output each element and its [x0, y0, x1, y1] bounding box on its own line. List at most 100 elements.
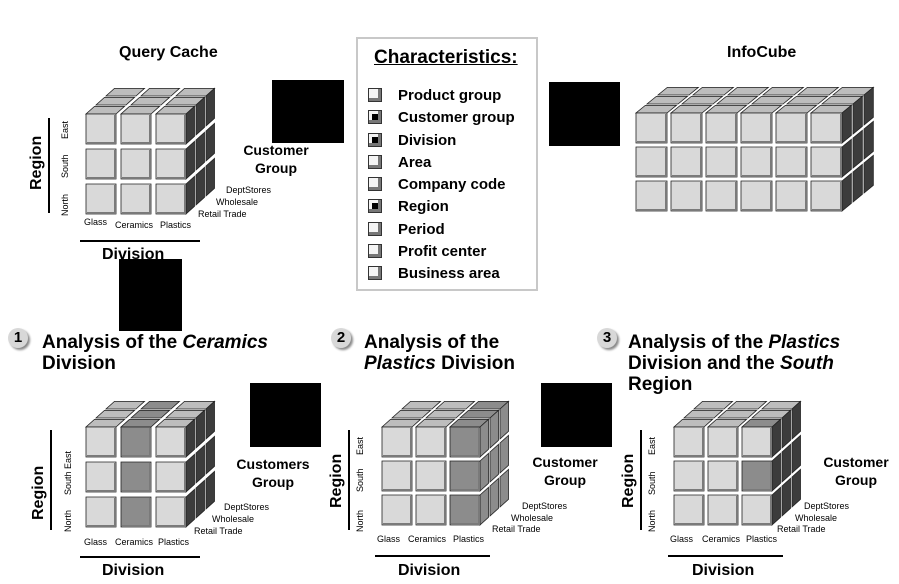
- region-axis-label: Region: [620, 453, 637, 508]
- cube-cell-shadow: [707, 182, 737, 211]
- cube-top-cell: [129, 409, 171, 419]
- cube-cell-shadow: [417, 428, 446, 457]
- cube-top-cell: [715, 95, 759, 105]
- step-number-2: 2: [331, 328, 351, 348]
- cube-side-cell: [205, 435, 215, 475]
- cube-cell-shadow: [87, 428, 116, 457]
- cube-side-cell: [205, 87, 215, 127]
- cube-cell-shadow: [709, 462, 738, 491]
- cube-top-cell: [390, 409, 432, 419]
- cube-cell-shadow: [742, 148, 772, 177]
- cube-side-cell: [205, 157, 215, 197]
- cube-front-cell: [741, 426, 773, 458]
- cube-cell-shadow: [709, 428, 738, 457]
- heading-emphasis: Ceramics: [182, 332, 268, 353]
- cube-side-cell: [499, 434, 509, 474]
- cube-cell-shadow: [122, 428, 151, 457]
- division-axis-line: [668, 555, 783, 557]
- cube-front-cell: [741, 494, 773, 526]
- region-axis-line: [640, 430, 642, 530]
- east-label: East: [647, 436, 657, 455]
- retail-trade-label: Retail Trade: [194, 526, 243, 536]
- cube-top-cell: [424, 409, 466, 419]
- cube-cell-shadow: [417, 462, 446, 491]
- north-label: North: [647, 509, 657, 532]
- plastics-label: Plastics: [158, 537, 190, 547]
- cube-front-cell: [707, 426, 739, 458]
- heading-text: Analysis of the: [42, 332, 183, 353]
- cube-top-cell: [104, 400, 146, 410]
- cube-cell-shadow: [157, 428, 186, 457]
- cube-cell-shadow: [675, 428, 704, 457]
- cube-cell-shadow: [87, 115, 116, 144]
- cube-top-cell: [139, 87, 181, 97]
- unchecked-box-icon: [368, 154, 382, 169]
- redaction-block: [541, 383, 612, 447]
- retail-trade-label: Retail Trade: [198, 209, 247, 219]
- cube-top-cell: [726, 400, 768, 410]
- wholesale-label: Wholesale: [795, 513, 838, 523]
- division-axis-label: Division: [102, 246, 165, 263]
- cube-cell-shadow: [87, 185, 116, 214]
- ceramics-label: Ceramics: [115, 220, 154, 230]
- cube-side-cell: [781, 477, 791, 517]
- unchecked-box-icon: [368, 221, 382, 236]
- cube-side-cell: [852, 95, 863, 135]
- wholesale-label: Wholesale: [216, 197, 259, 207]
- cube-top-cell: [716, 409, 758, 419]
- division-axis-line: [375, 555, 490, 557]
- plastics-label: Plastics: [453, 534, 485, 544]
- deptstores-label: DeptStores: [522, 501, 568, 511]
- cube-cell-shadow: [157, 498, 186, 527]
- heading-text: Division: [435, 353, 516, 374]
- cube-top-cell: [434, 400, 476, 410]
- cube-side-cell: [195, 444, 205, 484]
- characteristic-label: Customer group: [398, 109, 515, 127]
- cube-side-cell: [195, 96, 205, 136]
- characteristic-label: Profit center: [398, 243, 487, 261]
- analysis-3-heading: Analysis of the Plastics Division and th…: [628, 332, 840, 395]
- analysis-2-heading: Analysis of the Plastics Division: [364, 332, 515, 374]
- cube-side-cell: [489, 443, 499, 483]
- cube-top-cell: [796, 86, 840, 96]
- cube-top-cell: [129, 96, 171, 106]
- cube-cell-shadow: [383, 462, 412, 491]
- cube-cell-shadow: [743, 496, 772, 525]
- cube-cell-shadow: [777, 148, 807, 177]
- cube-side-cell: [205, 400, 215, 440]
- cube-cell-shadow: [451, 428, 480, 457]
- cube-cell-shadow: [87, 463, 116, 492]
- cube-cell-shadow: [637, 182, 667, 211]
- cube-top-cell: [645, 95, 689, 105]
- cube-side-cell: [863, 86, 874, 126]
- cube-cell-shadow: [157, 463, 186, 492]
- cube-side-cell: [771, 486, 781, 526]
- cube-top-cell: [692, 400, 734, 410]
- unchecked-box-icon: [368, 177, 382, 192]
- unchecked-box-icon: [368, 244, 382, 259]
- cube-cell-shadow: [157, 115, 186, 144]
- ceramics-label: Ceramics: [115, 537, 154, 547]
- cube-side-cell: [863, 154, 874, 194]
- glass-label: Glass: [84, 217, 108, 227]
- query-cache-title: Query Cache: [119, 44, 218, 61]
- cube-top-cell: [726, 86, 770, 96]
- cube-cell-shadow: [742, 182, 772, 211]
- ceramics-label: Ceramics: [702, 534, 741, 544]
- cube-cell-shadow: [675, 462, 704, 491]
- cube-top-cell: [691, 86, 735, 96]
- cube-side-cell: [205, 122, 215, 162]
- cube-cell-shadow: [707, 148, 737, 177]
- cube-front-cell: [673, 460, 705, 492]
- heading-text: Division and the: [628, 353, 781, 374]
- south-label: South: [647, 471, 657, 495]
- cube-cell-shadow: [709, 496, 738, 525]
- characteristic-label: Product group: [398, 87, 502, 104]
- heading-text: Analysis of the: [364, 332, 500, 353]
- cube-cell-shadow: [417, 496, 446, 525]
- cube-top-cell: [680, 95, 724, 105]
- customer-group-label: Customer Group: [532, 454, 598, 488]
- plastics-label: Plastics: [746, 534, 778, 544]
- cube-side-cell: [791, 434, 801, 474]
- redaction-block: [549, 82, 620, 146]
